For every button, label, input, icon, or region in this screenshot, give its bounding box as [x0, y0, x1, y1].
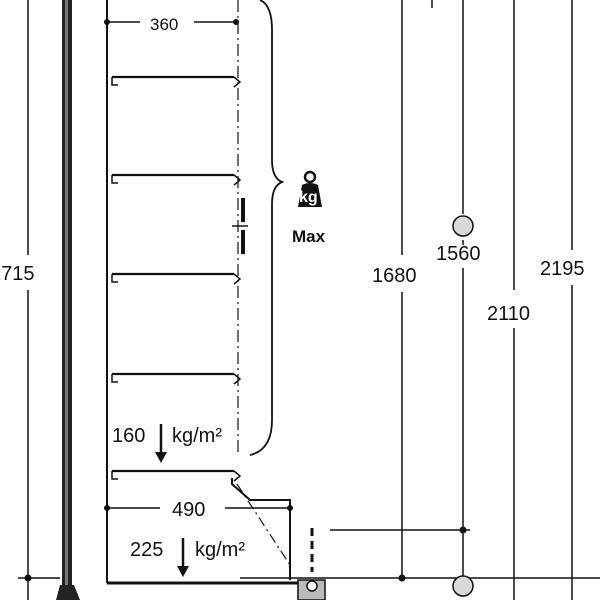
light-fixture-icon: [232, 198, 248, 254]
dimension-1715: 1715: [0, 0, 60, 600]
dimension-360: 360: [104, 15, 239, 34]
dimension-2195-label: 2195: [540, 258, 585, 280]
shelf: [111, 75, 242, 88]
base-load: 225 kg/m²: [130, 538, 245, 577]
dimension-1680-label: 1680: [372, 265, 417, 287]
dimension-2110: 2110: [487, 0, 530, 600]
cabinet-left-wall: [56, 0, 80, 600]
load-range-brace: [249, 0, 285, 456]
base-load-unit: kg/m²: [195, 539, 245, 561]
shelf: [111, 272, 242, 285]
dimension-490-label: 490: [172, 499, 205, 521]
dimension-1680: 1680: [372, 0, 417, 578]
weight-icon: kg: [298, 170, 322, 207]
weight-icon-text: kg: [299, 189, 318, 206]
shelf: [111, 372, 242, 385]
cabinet-base: [107, 528, 600, 600]
dimension-490: 490: [104, 499, 293, 521]
max-label: Max: [292, 227, 326, 246]
shelf-load-value: 160: [112, 425, 145, 447]
shelf: [111, 469, 242, 482]
shelves: [111, 75, 242, 482]
base-load-value: 225: [130, 539, 163, 561]
shelf-load: 160 kg/m²: [112, 424, 222, 463]
dimension-1715-label: 1715: [0, 263, 35, 285]
dimension-1560-label: 1560: [436, 243, 481, 265]
lower-front-profile: [231, 478, 291, 580]
dimension-360-label: 360: [150, 15, 178, 34]
dimension-2195: 2195: [540, 0, 585, 600]
shelf: [111, 173, 242, 186]
dimension-2110-label: 2110: [487, 303, 530, 325]
shelf-load-unit: kg/m²: [172, 425, 222, 447]
dimension-1560: 1560: [330, 0, 481, 597]
